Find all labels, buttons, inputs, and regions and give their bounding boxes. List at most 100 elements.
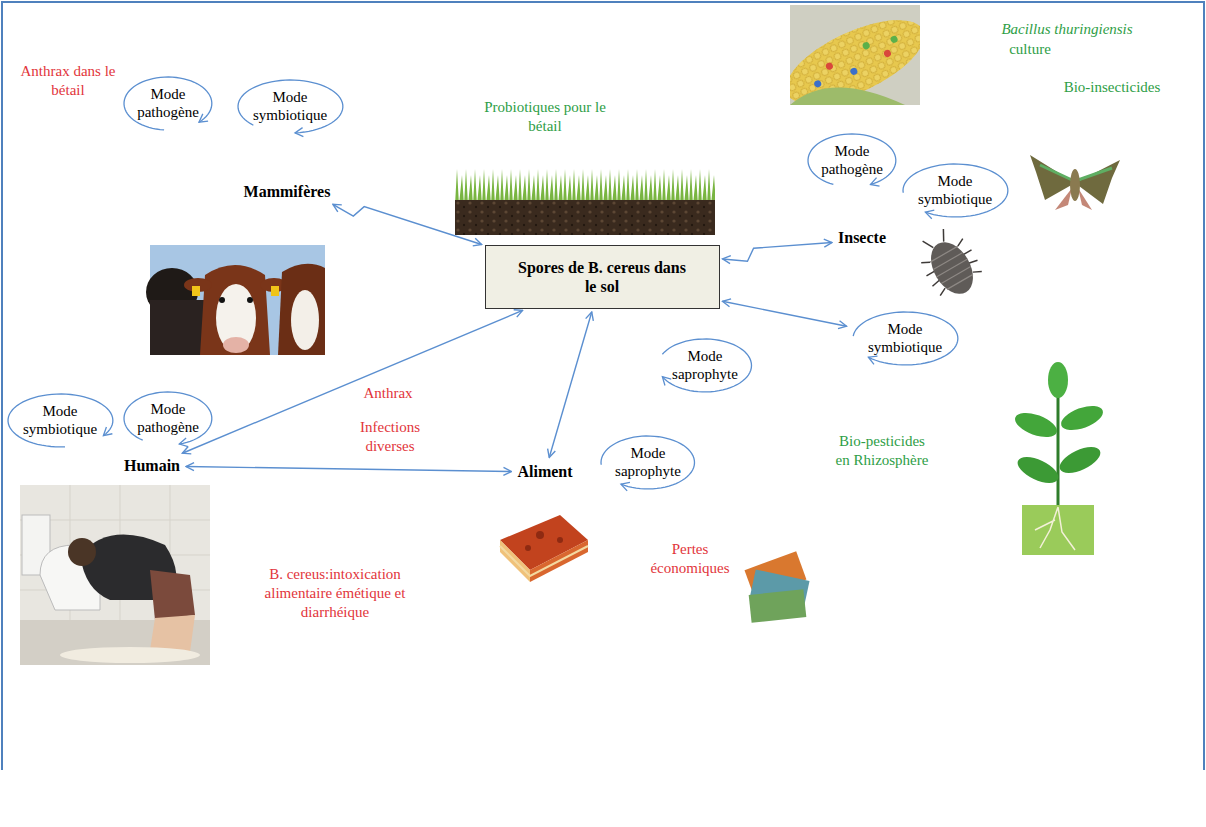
- link-arrow: [722, 301, 846, 326]
- loop-arrowhead: [925, 210, 934, 219]
- corn-photo: [790, 5, 920, 105]
- node-text: Mode pathogène: [137, 400, 199, 436]
- node-text: Mode pathogène: [137, 85, 199, 121]
- soil-photo: [455, 165, 715, 235]
- host-label: Insecte: [835, 226, 889, 249]
- corn-photo: [889, 35, 898, 44]
- link-arrow: [182, 310, 522, 453]
- woodlouse-photo: [910, 222, 988, 305]
- loop-outline: [663, 339, 752, 392]
- cattle-photo: [291, 290, 319, 350]
- loop-arrowhead: [179, 437, 188, 446]
- sick-person-photo: [150, 570, 195, 620]
- cattle-photo: [271, 286, 279, 296]
- cattle-photo: [219, 297, 225, 303]
- node-text: Mode symbiotique: [253, 88, 327, 124]
- mode-loop: Mode symbiotique: [850, 309, 961, 368]
- cattle-photo: [150, 300, 205, 355]
- loop-outline: [235, 77, 346, 136]
- node-text: Mode saprophyte: [672, 347, 738, 383]
- soil-photo: [455, 200, 715, 235]
- lasagna-photo: [557, 537, 563, 543]
- plant-picture: [1058, 401, 1106, 435]
- mode-loop: Mode pathogène: [805, 131, 899, 190]
- node-text: Humain: [124, 456, 180, 475]
- soil-photo: [455, 165, 715, 205]
- corn-photo: [790, 5, 920, 105]
- loop-outline: [8, 394, 113, 447]
- cattle-photo: [146, 245, 325, 355]
- loop-arrowhead: [199, 113, 208, 121]
- loop-arrowhead: [871, 177, 880, 185]
- loop-outline: [124, 77, 212, 130]
- node-text: Insecte: [838, 228, 886, 247]
- loop-outline: [655, 336, 755, 395]
- mode-loop: Mode symbiotique: [235, 77, 346, 136]
- loop-outline: [903, 164, 1008, 217]
- sick-person-photo: [20, 485, 210, 665]
- corn-photo: [790, 5, 920, 105]
- sick-person-photo: [60, 647, 200, 663]
- host-label: Aliment: [514, 460, 575, 483]
- plant-picture: [1022, 505, 1094, 555]
- node-text: Mode saprophyte: [615, 444, 681, 480]
- moth-photo: [1030, 155, 1120, 210]
- woodlouse-photo: [922, 235, 981, 301]
- loop-outline: [805, 131, 899, 190]
- sick-person-photo: [68, 538, 96, 566]
- mode-loop: Mode symbiotique: [5, 391, 116, 450]
- mode-loop: Mode pathogène: [121, 389, 215, 448]
- plant-picture: [1035, 507, 1075, 550]
- lasagna-photo: [500, 546, 588, 576]
- risk-label: Pertes économiques: [643, 540, 738, 578]
- host-label: Humain: [121, 454, 183, 477]
- plant-picture: [1012, 408, 1060, 442]
- benefit-label: Bio-insecticides: [1047, 78, 1177, 97]
- benefit-label: Bacillus thuringiensis: [982, 20, 1152, 39]
- loop-outline: [598, 433, 698, 492]
- plant-picture: [1056, 442, 1104, 479]
- loop-outline: [124, 392, 212, 444]
- mode-loop: Mode saprophyte: [655, 336, 755, 395]
- cattle-photo: [216, 284, 256, 352]
- plant-picture: [1012, 362, 1106, 555]
- node-text: Mode symbiotique: [918, 172, 992, 208]
- banknotes-photo: [744, 551, 809, 623]
- benefit-label: culture: [995, 40, 1065, 59]
- sick-person-photo: [150, 615, 195, 652]
- node-text: Mammifères: [244, 182, 331, 201]
- loop-arrowhead: [663, 376, 672, 385]
- moth-photo: [1070, 169, 1080, 201]
- link-arrow: [549, 312, 592, 457]
- frame-border: [2, 2, 1204, 770]
- cattle-photo: [223, 337, 249, 353]
- corn-photo: [790, 88, 905, 106]
- benefit-label: Probiotiques pour le bétail: [470, 98, 620, 136]
- woodlouse-photo: [928, 245, 975, 291]
- cattle-photo: [278, 264, 325, 355]
- loop-arrowhead: [621, 482, 630, 491]
- link-arrow: [186, 467, 511, 472]
- loop-outline: [121, 74, 215, 133]
- loop-outline: [5, 391, 116, 450]
- loop-arrowhead: [868, 356, 877, 364]
- sick-person-photo: [20, 485, 210, 665]
- corn-photo: [825, 62, 834, 71]
- node-text: Spores de B. cereus dans le sol: [515, 258, 690, 296]
- mode-loop: Mode symbiotique: [900, 161, 1011, 220]
- loop-outline: [850, 309, 961, 368]
- plant-picture: [1048, 362, 1068, 398]
- loop-arrowhead: [295, 127, 303, 136]
- node-text: Aliment: [517, 462, 572, 481]
- moth-photo: [1055, 188, 1072, 210]
- corn-photo: [883, 49, 892, 58]
- moth-photo: [1078, 188, 1092, 210]
- loop-outline: [853, 312, 958, 365]
- loop-outline: [121, 389, 215, 448]
- node-text: Mode symbiotique: [868, 320, 942, 356]
- risk-label: Anthrax: [343, 384, 433, 403]
- link-arrow: [722, 242, 832, 261]
- risk-label: Anthrax dans le bétail: [8, 62, 128, 100]
- soil-photo: [455, 200, 715, 235]
